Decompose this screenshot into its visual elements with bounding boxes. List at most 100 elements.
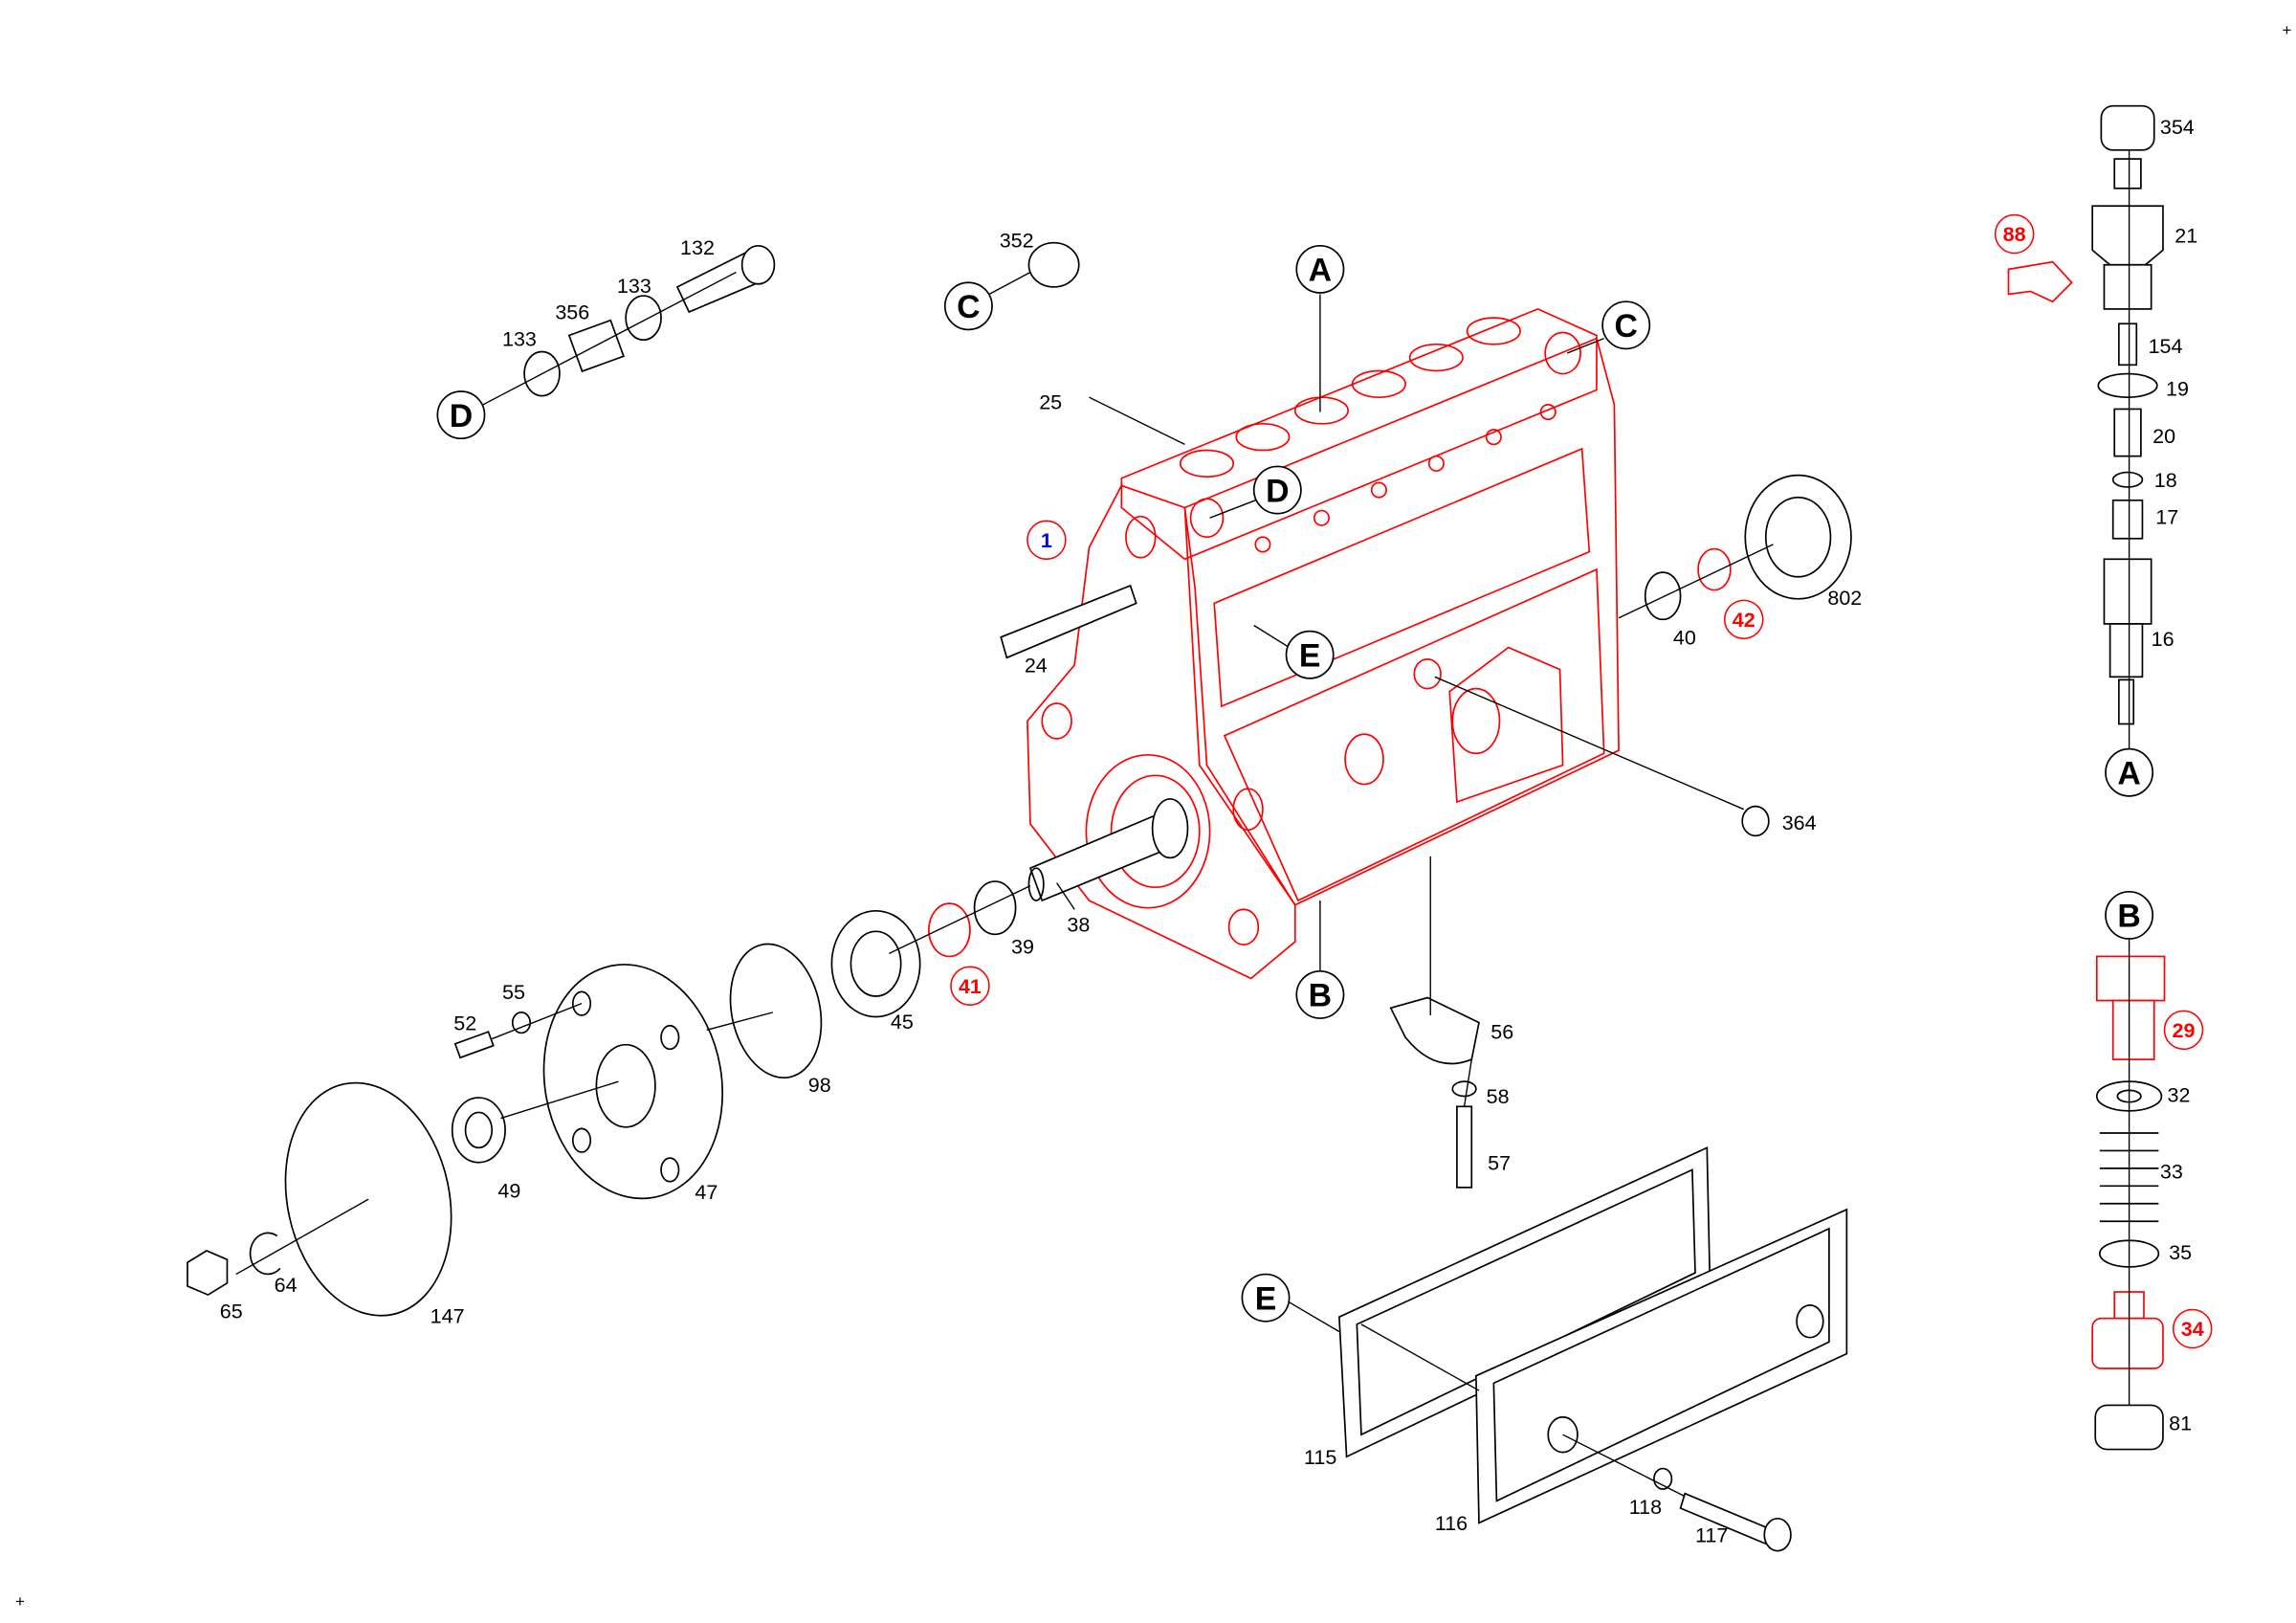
svg-text:802: 802: [1827, 587, 1862, 610]
ref-B-right: B: [2105, 890, 2154, 940]
callout-88[interactable]: 88: [1994, 213, 2035, 255]
callout-34[interactable]: 34: [2172, 1308, 2213, 1349]
svg-text:116: 116: [1435, 1512, 1468, 1535]
ring-133[interactable]: [523, 350, 561, 397]
svg-text:38: 38: [1067, 913, 1090, 936]
svg-text:24: 24: [1025, 655, 1048, 678]
ring-42[interactable]: [1697, 547, 1732, 591]
cover-116[interactable]: [1475, 1208, 1848, 1524]
callout-41[interactable]: 41: [950, 966, 990, 1006]
svg-text:B: B: [1309, 978, 1332, 1014]
svg-text:147: 147: [430, 1304, 465, 1327]
clamp-88[interactable]: [2007, 260, 2073, 303]
svg-text:C: C: [957, 289, 980, 325]
svg-text:132: 132: [680, 236, 715, 259]
seal-49[interactable]: [451, 1097, 506, 1164]
svg-text:65: 65: [220, 1301, 243, 1323]
ref-C-right: C: [1601, 300, 1651, 350]
svg-text:58: 58: [1487, 1085, 1510, 1108]
corner-mark: +: [15, 1592, 25, 1611]
svg-text:32: 32: [2168, 1084, 2191, 1107]
svg-text:354: 354: [2160, 116, 2195, 139]
svg-text:25: 25: [1039, 390, 1062, 413]
svg-text:52: 52: [453, 1012, 476, 1034]
bearing-802[interactable]: [1744, 474, 1852, 600]
flange-47[interactable]: [526, 950, 740, 1212]
svg-text:A: A: [1309, 253, 1332, 289]
washer-58[interactable]: [1451, 1080, 1477, 1098]
svg-text:E: E: [1255, 1280, 1277, 1317]
svg-text:A: A: [2117, 756, 2140, 792]
ring-41[interactable]: [928, 902, 971, 958]
ref-E-bottom: E: [1241, 1273, 1291, 1323]
svg-text:29: 29: [2173, 1019, 2196, 1042]
plug-364[interactable]: [1741, 805, 1770, 837]
svg-text:133: 133: [502, 327, 537, 350]
ring-39[interactable]: [973, 880, 1017, 936]
corner-mark: +: [2283, 21, 2292, 39]
svg-text:21: 21: [2175, 225, 2197, 248]
plunger-lower-stack[interactable]: [2091, 955, 2166, 1451]
svg-text:34: 34: [2181, 1318, 2204, 1341]
svg-text:55: 55: [502, 981, 525, 1004]
ref-D-left: D: [436, 390, 486, 440]
ref-A-right: A: [2105, 747, 2154, 797]
bearing-45[interactable]: [830, 909, 921, 1018]
part-labels: 354 21 154 19 20 18 17 16 32 33 35 81 13…: [220, 116, 2197, 1547]
pump-housing[interactable]: [1027, 307, 1620, 980]
svg-text:118: 118: [1629, 1496, 1662, 1519]
svg-text:19: 19: [2166, 378, 2189, 401]
svg-text:98: 98: [808, 1074, 831, 1097]
svg-text:88: 88: [2003, 223, 2026, 246]
svg-text:45: 45: [891, 1011, 914, 1034]
delivery-valve-stack[interactable]: [2091, 104, 2164, 725]
screw-57[interactable]: [1456, 1105, 1473, 1189]
svg-text:1: 1: [1041, 529, 1052, 552]
saddle-56[interactable]: [1389, 996, 1480, 1065]
control-rod[interactable]: [1000, 584, 1137, 659]
callout-42[interactable]: 42: [1723, 599, 1764, 640]
svg-text:39: 39: [1011, 935, 1034, 958]
ref-C-top: C: [943, 281, 993, 331]
oring-98[interactable]: [718, 936, 833, 1087]
svg-text:154: 154: [2149, 335, 2183, 358]
svg-text:16: 16: [2152, 628, 2175, 651]
svg-text:49: 49: [497, 1180, 520, 1203]
svg-text:33: 33: [2160, 1161, 2183, 1184]
svg-text:17: 17: [2155, 505, 2178, 528]
washer-118[interactable]: [1653, 1467, 1673, 1490]
ring-133[interactable]: [625, 295, 662, 342]
ref-A-top: A: [1295, 244, 1345, 294]
svg-text:D: D: [1266, 473, 1289, 509]
svg-text:352: 352: [1000, 229, 1034, 252]
svg-text:18: 18: [2154, 469, 2177, 492]
ref-D-mid: D: [1252, 465, 1302, 515]
svg-text:C: C: [1615, 308, 1638, 345]
svg-text:41: 41: [959, 975, 982, 998]
circlip-64[interactable]: [249, 1232, 281, 1276]
svg-text:56: 56: [1490, 1021, 1513, 1044]
ring-40[interactable]: [1644, 571, 1682, 621]
cap-352[interactable]: [1027, 241, 1080, 288]
svg-text:117: 117: [1695, 1523, 1728, 1546]
svg-text:133: 133: [617, 275, 651, 298]
svg-text:47: 47: [695, 1181, 718, 1204]
callout-29[interactable]: 29: [2163, 1010, 2204, 1051]
nut-65[interactable]: [187, 1250, 229, 1297]
svg-text:364: 364: [1782, 812, 1817, 834]
barrel-bores: [1179, 317, 1521, 478]
svg-text:40: 40: [1673, 626, 1696, 649]
svg-text:D: D: [450, 398, 473, 434]
oring-147[interactable]: [265, 1067, 473, 1331]
svg-text:81: 81: [2169, 1412, 2192, 1435]
svg-text:B: B: [2117, 899, 2140, 935]
callout-1[interactable]: 1: [1027, 520, 1067, 561]
drive-shaft[interactable]: [1027, 798, 1189, 902]
washer-55[interactable]: [511, 1012, 532, 1034]
svg-text:64: 64: [275, 1274, 298, 1297]
bolt-52[interactable]: [453, 1031, 495, 1059]
svg-text:20: 20: [2152, 425, 2175, 448]
ref-B-mid: B: [1295, 969, 1345, 1019]
